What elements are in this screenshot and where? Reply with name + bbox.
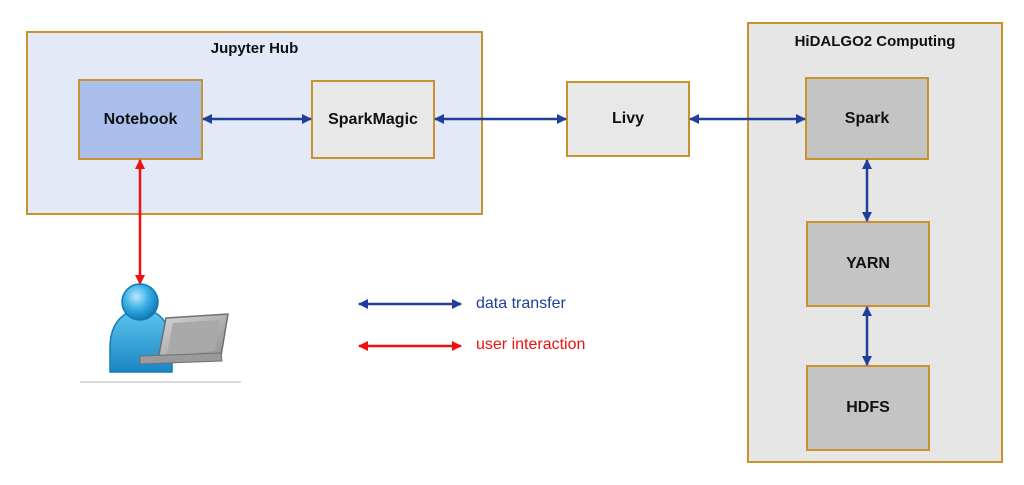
hdfs-node: HDFS [806,365,930,451]
spark-node: Spark [805,77,929,160]
jupyter-hub-title: Jupyter Hub [210,40,299,57]
livy-node: Livy [566,81,690,157]
computing-title: HiDALGO2 Computing [794,33,956,50]
legend-data-transfer-label: data transfer [476,295,566,312]
notebook-node: Notebook [78,79,203,160]
legend-user-interaction-label: user interaction [476,336,586,353]
user-with-laptop-icon [80,283,241,383]
yarn-node: YARN [806,221,930,307]
